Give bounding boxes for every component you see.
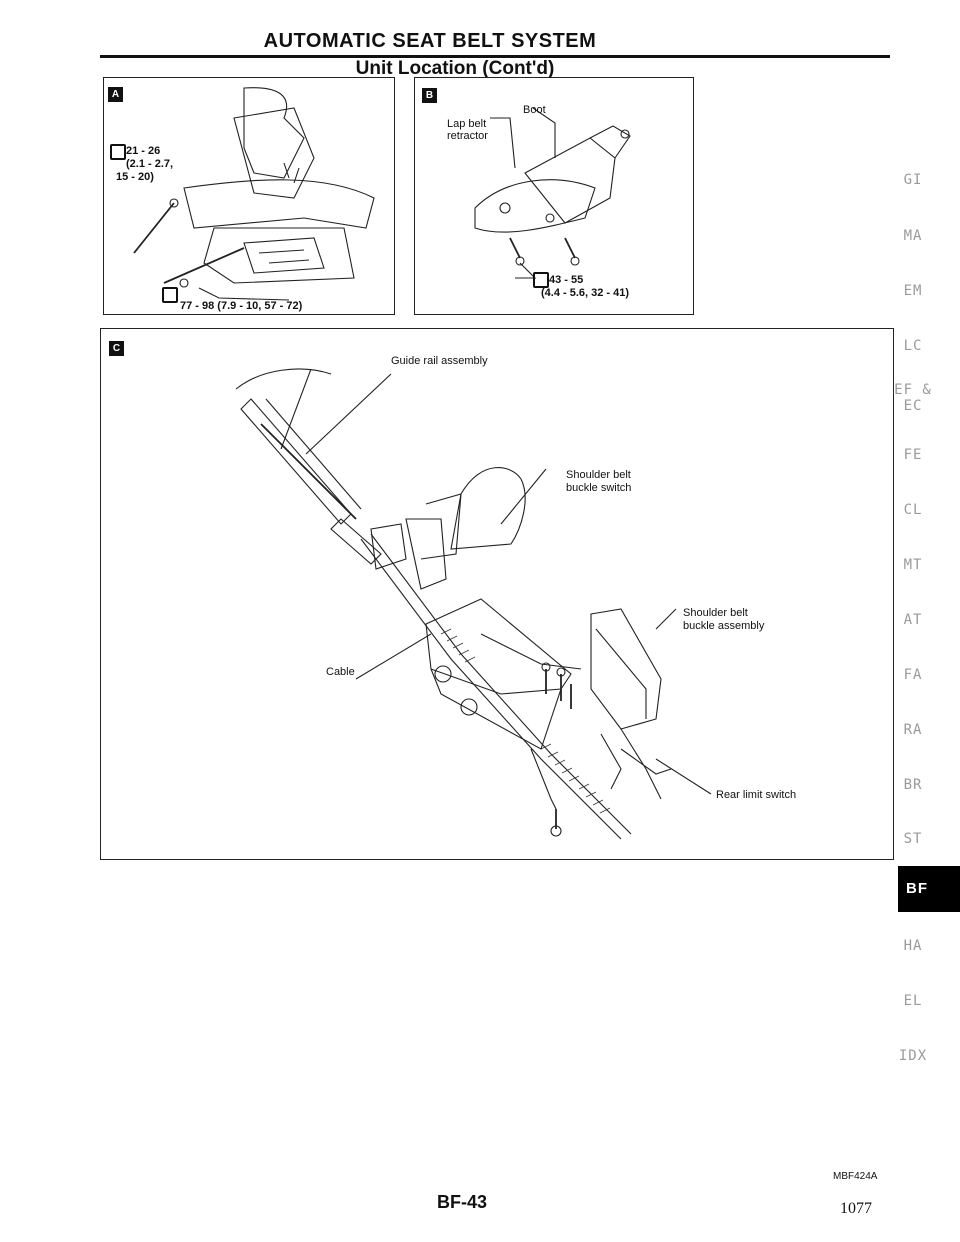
label-boot: Boot	[523, 104, 546, 116]
panel-b-illustration	[474, 107, 631, 279]
page-subtitle: Unit Location (Cont'd)	[355, 58, 555, 79]
page-code: BF-43	[436, 1192, 487, 1212]
tab-ma[interactable]: MA	[903, 228, 923, 244]
tab-el[interactable]: EL	[903, 993, 923, 1009]
label-shoulder-assy-2: buckle assembly	[683, 620, 765, 632]
tab-ha[interactable]: HA	[903, 938, 923, 954]
tab-fa[interactable]: FA	[903, 667, 923, 683]
tab-br[interactable]: BR	[903, 777, 923, 793]
panel-b-badge: B	[422, 88, 437, 103]
label-shoulder-assy-1: Shoulder belt	[683, 607, 748, 619]
panel-a: A 21 - 26 (2.1 - 2.7, 15 - 20) 77 - 98 (…	[103, 77, 395, 315]
tab-ec[interactable]: EC	[903, 398, 923, 414]
page-number: 1077	[840, 1200, 872, 1217]
label-cable: Cable	[326, 666, 355, 678]
torque-upper-1: 21 - 26	[126, 145, 161, 157]
tab-ef[interactable]: EF &	[894, 382, 932, 398]
tab-fe[interactable]: FE	[903, 447, 923, 463]
torque-upper-2: (2.1 - 2.7,	[126, 158, 174, 170]
torque-icon	[110, 144, 126, 160]
tab-idx[interactable]: IDX	[898, 1048, 928, 1064]
torque-b-1: 43 - 55	[549, 274, 584, 286]
page-title: AUTOMATIC SEAT BELT SYSTEM	[263, 30, 597, 52]
torque-icon	[162, 287, 178, 303]
label-lap-belt-2: retractor	[447, 130, 488, 142]
panel-b: B Boot Lap belt retractor 43 - 55 (4.4 -…	[414, 77, 694, 315]
tab-lc[interactable]: LC	[903, 338, 923, 354]
tab-gi[interactable]: GI	[903, 172, 923, 188]
tab-em[interactable]: EM	[903, 283, 923, 299]
tab-ra[interactable]: RA	[903, 722, 923, 738]
panel-a-badge: A	[108, 87, 123, 102]
torque-upper-3: 15 - 20)	[116, 171, 154, 183]
label-shoulder-switch-2: buckle switch	[566, 482, 632, 494]
panel-c-illustration	[235, 368, 712, 840]
torque-icon	[533, 272, 549, 288]
tab-at[interactable]: AT	[903, 612, 923, 628]
panel-a-illustration	[133, 87, 375, 301]
torque-b-2: (4.4 - 5.6, 32 - 41)	[541, 287, 630, 299]
label-rear-limit-switch: Rear limit switch	[716, 789, 797, 801]
figure-code: MBF424A	[833, 1171, 878, 1182]
label-lap-belt-1: Lap belt	[447, 118, 487, 130]
header-rule	[100, 55, 890, 58]
tab-bf-active[interactable]: BF	[898, 866, 960, 912]
tab-mt[interactable]: MT	[903, 557, 923, 573]
label-guide-rail: Guide rail assembly	[391, 355, 488, 367]
tab-st[interactable]: ST	[903, 831, 923, 847]
panel-c-badge: C	[109, 341, 124, 356]
torque-lower: 77 - 98 (7.9 - 10, 57 - 72)	[180, 300, 303, 312]
tab-cl[interactable]: CL	[903, 502, 923, 518]
label-shoulder-switch-1: Shoulder belt	[566, 469, 631, 481]
panel-c: C Guide rail assembly Shoulder belt buck…	[100, 328, 894, 860]
